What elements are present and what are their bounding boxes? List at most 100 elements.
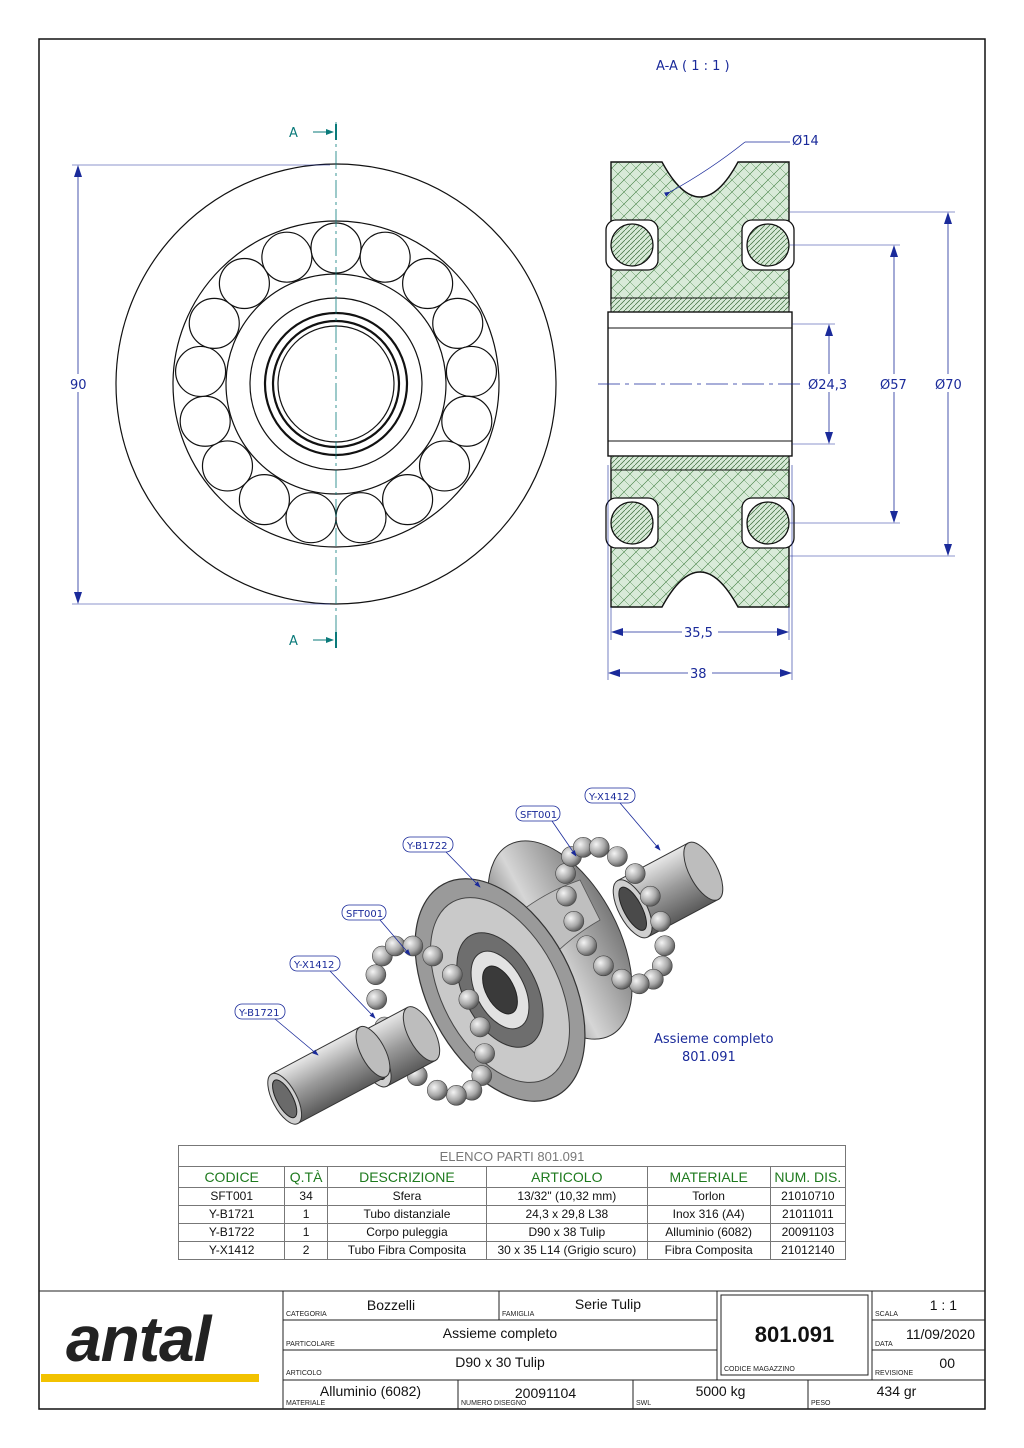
categoria-label: CATEGORIA [286, 1311, 327, 1318]
assembly-ball [402, 935, 424, 957]
front-ball [445, 345, 498, 398]
table-cell: 20091103 [769, 1223, 847, 1242]
parts-header-cell: NUM. DIS. [769, 1166, 847, 1188]
assembly-code: 801.091 [682, 1050, 736, 1065]
assembly-label: Assieme completo [654, 1032, 774, 1047]
assembly-ball [650, 911, 671, 932]
revisione-label: REVISIONE [875, 1370, 914, 1377]
assembly-ball [422, 945, 444, 967]
assembly-ball [654, 935, 676, 957]
front-balls [174, 222, 498, 544]
assembly-ball [593, 955, 614, 977]
data-text: 11/09/2020 [905, 1326, 975, 1342]
dim-inner-width: 35,5 [684, 626, 713, 641]
callout-3: Y-B1722 [406, 841, 447, 852]
front-ball [174, 345, 227, 398]
callout-6: Y-B1721 [238, 1008, 279, 1019]
data-label: DATA [875, 1341, 893, 1348]
assembly-ball [471, 1065, 493, 1086]
section-mark-top: A [289, 126, 298, 141]
assembly-ball [563, 910, 585, 932]
table-cell: Torlon [646, 1187, 771, 1206]
table-cell: 1 [284, 1205, 328, 1224]
section-view: A-A ( 1 : 1 ) Ø14 [598, 59, 968, 682]
logo-stripe [41, 1374, 259, 1382]
front-ball [441, 395, 493, 447]
assembly-ball [366, 989, 388, 1010]
assembly-ball [442, 964, 463, 985]
dim-rim: Ø70 [935, 378, 962, 393]
sheet-border [38, 38, 986, 1410]
table-cell: Sfera [326, 1187, 488, 1206]
materiale-value: Alluminio (6082) [319, 1383, 422, 1399]
peso-label: PESO [811, 1400, 831, 1407]
table-cell: 1 [284, 1223, 328, 1242]
assembly-ball [640, 885, 661, 907]
assembly-ball [469, 1016, 491, 1038]
callout-4: SFT001 [346, 909, 383, 920]
table-cell: Tubo Fibra Composita [326, 1241, 488, 1260]
numero-label: NUMERO DISEGNO [461, 1400, 527, 1407]
table-cell: Corpo puleggia [326, 1223, 488, 1242]
table-cell: 21010710 [769, 1187, 847, 1206]
famiglia-value: Serie Tulip [574, 1296, 642, 1312]
assembly-ball [624, 863, 646, 884]
front-ball [381, 474, 434, 526]
peso-value: 434 gr [876, 1383, 917, 1399]
dim-outer-height: 90 [70, 378, 87, 393]
parts-header-cell: DESCRIZIONE [326, 1166, 488, 1188]
assembly-ball [365, 964, 387, 985]
table-cell: 24,3 x 29,8 L38 [486, 1205, 648, 1224]
assembly-ball [607, 846, 628, 867]
revisione-value: 00 [872, 1355, 985, 1371]
table-cell: Y-B1721 [177, 1205, 286, 1224]
scala-value: 1 : 1 [872, 1297, 985, 1313]
particolare-label: PARTICOLARE [286, 1341, 335, 1348]
front-ball [402, 257, 454, 310]
categoria-value: Bozzelli [366, 1297, 416, 1313]
front-ball [432, 297, 484, 349]
table-cell: 21011011 [769, 1205, 847, 1224]
swl-label: SWL [636, 1400, 652, 1407]
articolo-label: ARTICOLO [286, 1370, 322, 1377]
assembly-ball [576, 935, 598, 956]
parts-list-title: ELENCO PARTI 801.091 [178, 1145, 846, 1167]
table-cell: 34 [284, 1187, 328, 1206]
title-block-frame [39, 1290, 985, 1409]
assembly-ball [611, 968, 633, 990]
section-mark-bottom: A [289, 634, 298, 649]
back-ball-ring [555, 837, 676, 995]
front-view: A A 90 [68, 122, 557, 649]
revisione-text: 00 [939, 1355, 955, 1371]
parts-header-cell: Q.TÀ [284, 1166, 328, 1188]
front-ball [261, 231, 313, 283]
assembly-ball [474, 1043, 495, 1064]
table-cell: Inox 316 (A4) [646, 1205, 771, 1224]
table-cell: Tubo distanziale [326, 1205, 488, 1224]
table-cell: 30 x 35 L14 (Grigio scuro) [486, 1241, 648, 1260]
table-cell: Alluminio (6082) [646, 1223, 771, 1242]
logo: antal [66, 1303, 211, 1375]
scala-text: 1 : 1 [929, 1297, 957, 1313]
assembly-ball [588, 837, 610, 858]
table-cell: D90 x 38 Tulip [486, 1223, 648, 1242]
front-ball [218, 257, 270, 310]
callout-2: SFT001 [520, 810, 557, 821]
callout-1: Y-X1412 [588, 792, 629, 803]
materiale-label: MATERIALE [286, 1400, 326, 1407]
front-ball [179, 395, 231, 447]
exploded-view: Y-X1412 SFT001 Y-B1722 SFT001 Y-X1412 Y-… [234, 787, 774, 1125]
front-ball [359, 231, 411, 283]
scala-label: SCALA [875, 1311, 898, 1318]
front-ball [418, 440, 471, 492]
parts-header-cell: ARTICOLO [486, 1166, 648, 1188]
callout-5: Y-X1412 [293, 960, 334, 971]
swl-value: 5000 kg [695, 1383, 746, 1399]
table-cell: 21012140 [769, 1241, 847, 1260]
front-ball [335, 492, 387, 544]
section-title: A-A ( 1 : 1 ) [656, 59, 730, 74]
front-ball [285, 492, 337, 544]
